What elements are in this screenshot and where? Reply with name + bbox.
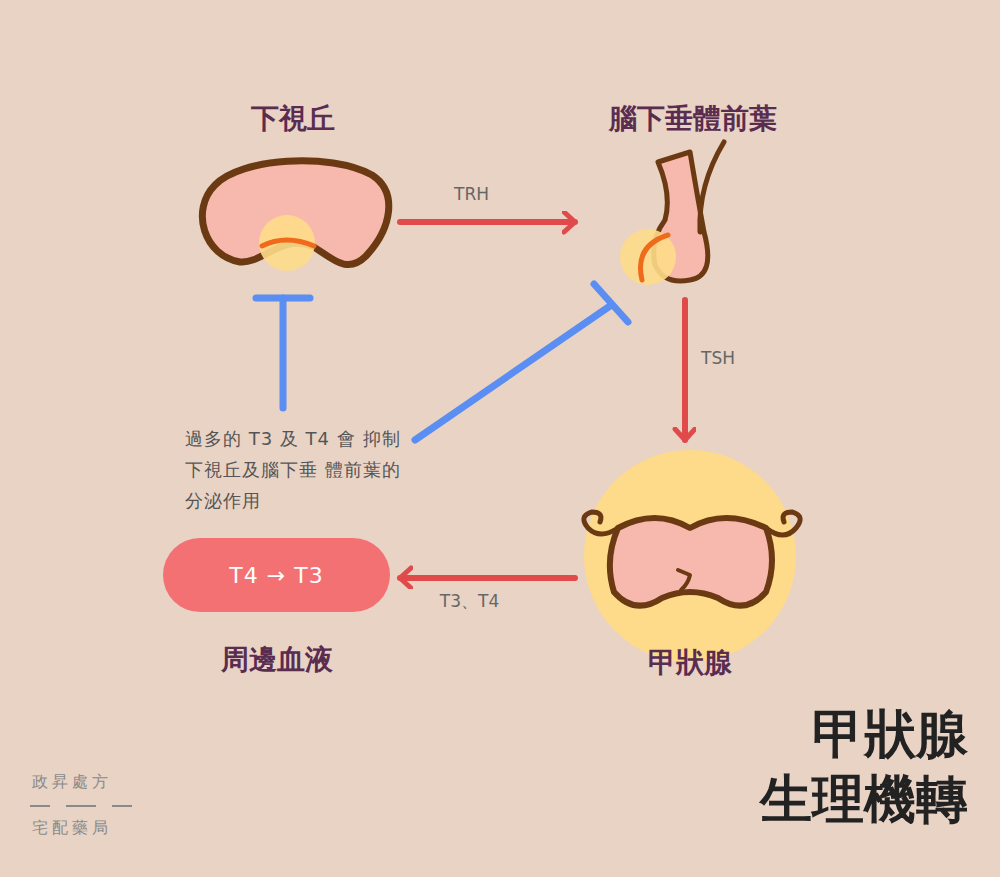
edge-label: T3、T4 [440, 590, 499, 613]
node-heading: 周邊血液 [163, 641, 390, 679]
thyroid-drawing [610, 518, 772, 606]
watermark: 宅配藥局 [32, 818, 112, 839]
flow-arrow [400, 575, 575, 581]
node-heading: 甲狀腺 [585, 644, 795, 682]
watermark-dash [66, 805, 96, 807]
pituitary-arc [640, 235, 668, 280]
watermark: 政昇處方 [32, 772, 112, 793]
pituitary-spot [620, 229, 676, 285]
thyroid-node: 甲狀腺 [585, 450, 795, 685]
inhibit-line [415, 306, 610, 440]
inhibit-line [280, 298, 287, 408]
thyroid-mouth [678, 570, 690, 590]
watermark-dash [30, 805, 50, 807]
pituitary-node: 腦下垂體前葉 [585, 95, 801, 290]
hypothalamus-node: 下視丘 [195, 95, 390, 275]
flow-arrow [400, 219, 575, 225]
thyroid-curl [766, 512, 800, 535]
inhibition-note: 過多的 T3 及 T4 會 抑制下視丘及腦下垂 體前葉的分泌作用 [185, 424, 417, 517]
pituitary-stalk [700, 142, 724, 232]
blood-node: T4 → T3 周邊血液 [163, 538, 390, 683]
edge-label: TRH [454, 184, 489, 204]
diagram-title: 甲狀腺 生理機轉 [728, 702, 968, 832]
pill-box: T4 → T3 [163, 538, 390, 612]
inhibit-bar [594, 284, 628, 322]
flow-arrow [682, 300, 688, 440]
pill-text: T4 → T3 [229, 563, 323, 588]
hypothalamus-arc [262, 240, 314, 246]
edge-label: TSH [701, 348, 735, 368]
thyroid-disc [584, 450, 796, 662]
inhibit-bar [256, 295, 310, 302]
hypothalamus-spot [259, 215, 315, 271]
node-heading: 下視丘 [195, 100, 390, 138]
thyroid-curl [584, 512, 618, 534]
node-heading: 腦下垂體前葉 [585, 100, 801, 138]
watermark-dash [112, 805, 132, 807]
